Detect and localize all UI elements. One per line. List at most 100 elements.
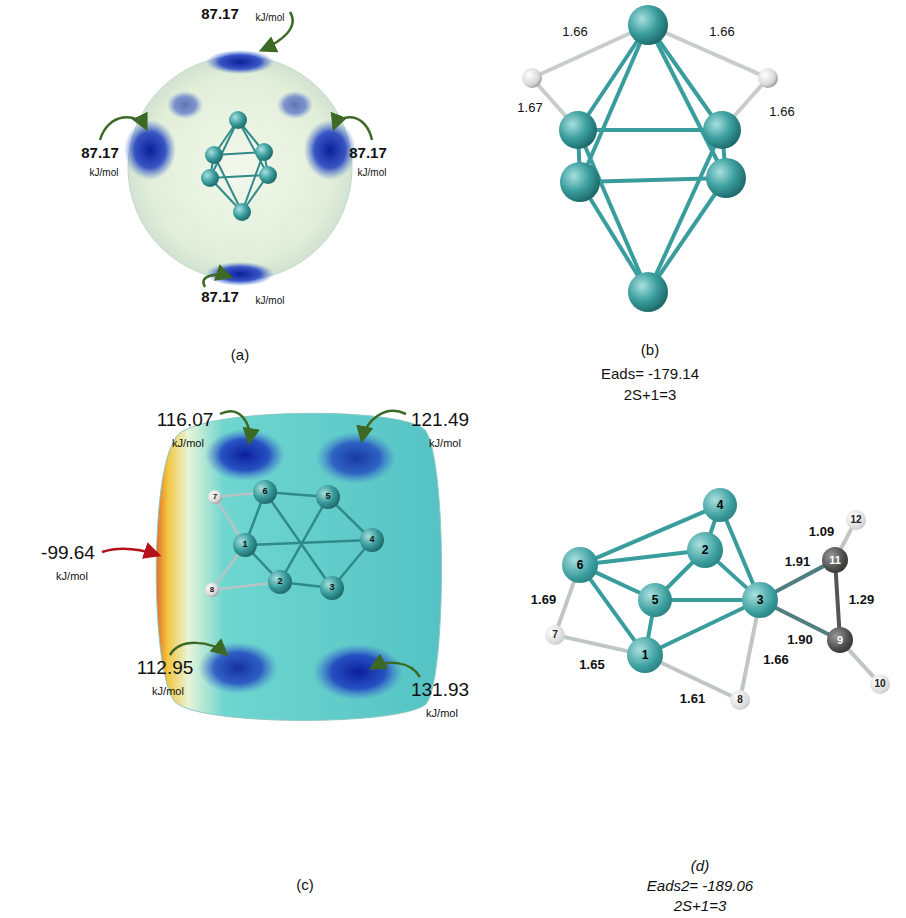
atom — [229, 111, 247, 129]
value-label: 116.07 — [157, 410, 214, 431]
mep-surface — [156, 413, 441, 720]
bond — [245, 540, 372, 545]
bond-line — [648, 617, 652, 638]
atom-number: 10 — [874, 679, 885, 689]
leader-arrow — [372, 663, 420, 677]
value-label: 87.17 — [81, 145, 119, 162]
atom — [255, 143, 273, 161]
leader-arrow — [170, 643, 226, 655]
hydrogen-atom — [522, 68, 542, 88]
bond-line — [718, 562, 746, 588]
bond-length: 1.65 — [577, 658, 606, 672]
bond-length: 1.66 — [761, 653, 790, 667]
atom-number: 5 — [325, 492, 330, 502]
value-label: kJ/mol — [256, 12, 285, 23]
bond — [648, 178, 726, 292]
bond-line — [776, 566, 824, 591]
leader-arrow — [100, 117, 146, 140]
bond — [580, 178, 726, 182]
panel-label: (c) — [296, 877, 314, 894]
atom-ball: 1 — [627, 637, 663, 673]
cluster-b — [522, 5, 778, 312]
atom-ball: 5 — [638, 583, 672, 617]
mep-minimum — [124, 120, 176, 180]
atom-ball: 8 — [730, 690, 750, 710]
bond-line — [849, 650, 874, 677]
atom-number: 12 — [850, 515, 861, 525]
value-label: kJ/mol — [429, 437, 461, 449]
value-label: Eads= -179.14 — [601, 366, 699, 383]
leader-arrow — [220, 411, 249, 442]
atom-ball: 6 — [562, 547, 598, 583]
bond-line — [711, 521, 715, 533]
atom — [316, 485, 340, 509]
leader-arrows — [170, 411, 420, 677]
atom-ball: 12 — [846, 510, 866, 530]
bond-line — [667, 563, 692, 588]
atom-number: 7 — [552, 630, 558, 640]
mep-minimum — [167, 91, 203, 119]
bond-line — [836, 573, 839, 627]
bond-length: 1.69 — [529, 593, 558, 607]
value-label: -99.64 — [41, 543, 95, 564]
bond — [242, 152, 264, 212]
bond-length: 1.09 — [807, 525, 836, 539]
atom-number: 3 — [757, 594, 764, 606]
atom-number: 6 — [262, 487, 267, 497]
atom-number: 5 — [652, 594, 659, 606]
leader-arrow — [203, 275, 230, 287]
atom-ball: 11 — [822, 547, 848, 573]
atom — [559, 111, 597, 149]
bond-line — [598, 552, 687, 563]
value-label: kJ/mol — [56, 570, 88, 582]
bond-line — [558, 582, 574, 626]
leader-arrow — [334, 117, 372, 140]
bond-line — [596, 573, 639, 593]
value-label: 1.66 — [709, 25, 734, 39]
atom-number: 2 — [277, 577, 282, 587]
bond — [648, 130, 722, 292]
panel-label: (a) — [231, 347, 249, 364]
panel-label: (b) — [641, 342, 659, 359]
bond-line — [776, 608, 828, 634]
leader-arrows — [100, 12, 372, 287]
atom-number: 11 — [829, 555, 841, 566]
atom — [360, 528, 384, 552]
hydrogen-atom — [208, 490, 222, 504]
atom-ball: 2 — [687, 532, 723, 568]
cluster-bonds — [578, 25, 726, 292]
atom-number: 3 — [329, 583, 334, 593]
atom-number: 2 — [702, 544, 709, 556]
value-label: kJ/mol — [152, 685, 184, 697]
atom — [703, 111, 741, 149]
value-label: 87.17 — [201, 289, 239, 306]
atom-number: 8 — [210, 586, 214, 595]
atom-number: 1 — [642, 649, 649, 661]
value-label: 112.95 — [137, 658, 194, 679]
value-label: 1.67 — [517, 101, 542, 115]
value-label: 2S+1=3 — [674, 898, 727, 915]
atom-ball: 10 — [870, 674, 890, 694]
value-label: kJ/mol — [256, 295, 285, 306]
mep-minimum — [205, 429, 285, 481]
bond-length: 1.29 — [847, 593, 876, 607]
atom — [628, 5, 668, 45]
hydrogen-atom — [205, 583, 219, 597]
bond-length: 1.90 — [785, 633, 814, 647]
mep-minimum — [316, 432, 396, 484]
atom-ball: 7 — [545, 625, 565, 645]
atom — [268, 570, 292, 594]
atom — [706, 158, 746, 198]
value-label: Eads2= -189.06 — [647, 878, 753, 895]
mep-minimum — [304, 120, 356, 180]
atom — [628, 272, 668, 312]
mep-map-c — [102, 411, 442, 720]
atom — [205, 146, 223, 164]
atom — [233, 203, 251, 221]
value-label: kJ/mol — [90, 167, 119, 178]
mep-minimum — [313, 644, 403, 700]
cluster-bonds — [210, 120, 268, 212]
